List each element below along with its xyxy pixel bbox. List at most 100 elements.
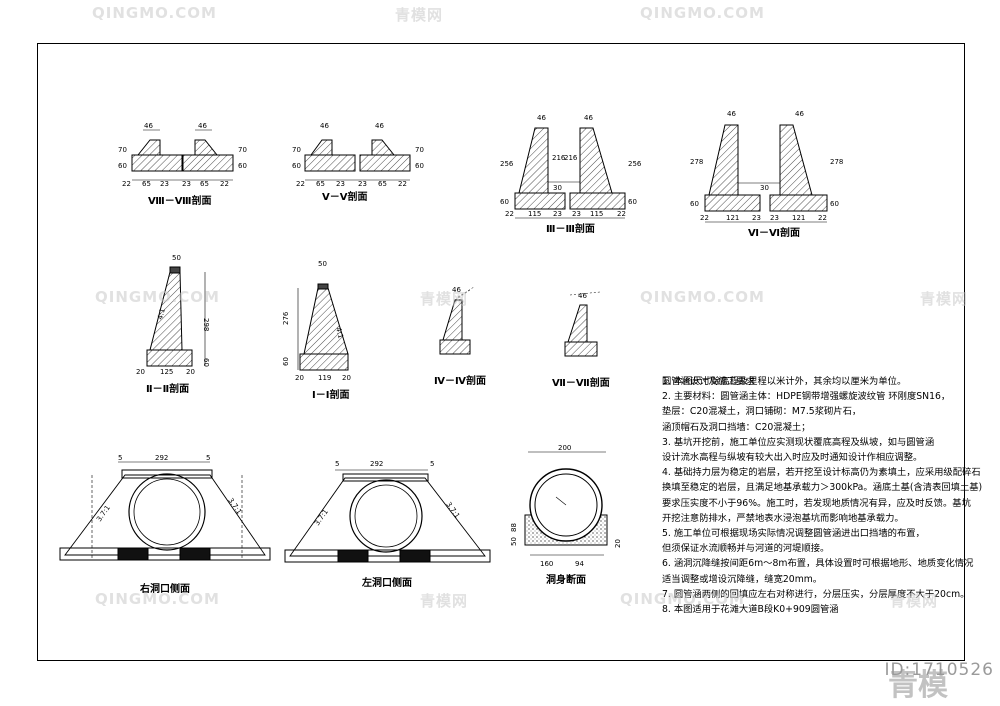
s8-h4: 60 <box>238 162 247 170</box>
s3-b6: 22 <box>617 210 626 218</box>
s5-b6: 22 <box>398 180 407 188</box>
watermark: QINGMO.COM <box>640 4 765 22</box>
note-line: 1. 本图尺寸除高程及里程以米计外，其余均以厘米为单位。 <box>662 376 907 387</box>
watermark: QINGMO.COM <box>620 590 745 608</box>
s6-top-a: 46 <box>727 110 736 118</box>
s7-top: 46 <box>578 292 587 300</box>
caption-s1: Ⅰ－Ⅰ剖面 <box>312 388 349 401</box>
image-id-tag: ID:1710526 <box>884 660 994 680</box>
s2-h1: 298 <box>202 318 210 331</box>
s6-b5: 121 <box>792 214 805 222</box>
body-b1: 160 <box>540 560 553 568</box>
watermark: QINGMO.COM <box>92 4 217 22</box>
s8-b5: 65 <box>200 180 209 188</box>
s5-top-b: 46 <box>375 122 384 130</box>
section-4-4: 46 Ⅳ－Ⅳ剖面 <box>434 286 486 387</box>
s8-h1: 70 <box>118 146 127 154</box>
right-e2: 5 <box>206 454 210 462</box>
s8-h2: 60 <box>118 162 127 170</box>
body-h2: 20 <box>614 539 622 548</box>
note-line: 要求压实度不小于96%。施工时，若发现地质情况有异，应及时反馈。基坑 <box>662 497 971 509</box>
s3-b4: 23 <box>572 210 581 218</box>
caption-s7: Ⅶ－Ⅶ剖面 <box>552 376 610 389</box>
s3-top-b: 46 <box>584 114 593 122</box>
watermark: 青模网 <box>420 592 469 610</box>
s2-b3: 20 <box>186 368 195 376</box>
note-line: 4. 基础持力层为稳定的岩层，若开挖至设计标高仍为素填土，应采用级配碎石 <box>662 467 981 479</box>
note-line: 涵顶帽石及洞口挡墙：C20混凝土； <box>662 421 811 433</box>
s3-b3: 23 <box>553 210 562 218</box>
s8-b3: 23 <box>160 180 169 188</box>
watermark: QINGMO.COM <box>95 288 220 306</box>
s3-h3: 216 <box>564 154 578 162</box>
s3-h4: 256 <box>628 160 642 168</box>
s3-h2: 216 <box>552 154 566 162</box>
s6-b3: 23 <box>752 214 761 222</box>
s8-b1: 22 <box>122 180 131 188</box>
note-line: 但须保证水流顺畅并与河道的河堤顺接。 <box>662 543 830 555</box>
s3-h1: 256 <box>500 160 514 168</box>
left-slope-l: 3.7:1 <box>313 508 330 527</box>
right-slope-r: 3.7:1 <box>226 497 243 516</box>
s5-h1: 70 <box>292 146 301 154</box>
s8-h3: 70 <box>238 146 247 154</box>
s6-b4: 23 <box>770 214 779 222</box>
watermark: 青模网 <box>395 6 444 24</box>
left-e1: 5 <box>335 460 339 468</box>
watermark: 青模网 <box>420 290 469 308</box>
s1-h2: 60 <box>282 357 290 366</box>
right-e1: 5 <box>118 454 122 462</box>
s6-b2: 121 <box>726 214 739 222</box>
caption-left: 左洞口侧面 <box>361 576 412 589</box>
section-7-7: 46 Ⅶ－Ⅶ剖面 <box>552 291 610 389</box>
section-6-6: 46 46 278 278 60 30 60 22 121 23 23 121 … <box>690 110 843 239</box>
s1-b1: 20 <box>295 374 304 382</box>
s1-slope: 4:1 <box>334 326 345 339</box>
s2-b2: 125 <box>160 368 173 376</box>
s8-top-b: 46 <box>198 122 207 130</box>
note-line: 垫层：C20混凝土，洞口铺砌：M7.5浆砌片石， <box>662 406 862 418</box>
s1-h1: 276 <box>282 311 290 325</box>
s1-top: 50 <box>318 260 327 268</box>
note-line: 7. 圆管涵两侧的回填应左右对称进行，分层压实，分层厚度不大于20cm。 <box>662 588 970 600</box>
s3-b2: 115 <box>528 210 541 218</box>
note-line: 设计流水高程与纵坡有较大出入时应及时通知设计作相应调整。 <box>662 452 923 464</box>
site-logo: 青模 <box>888 668 948 703</box>
caption-s2: Ⅱ－Ⅱ剖面 <box>146 382 189 395</box>
caption-body: 洞身断面 <box>546 573 586 586</box>
caption-s6: Ⅵ－Ⅵ剖面 <box>748 226 800 239</box>
culvert-body-section: 200 88 20 50 160 94 洞身断面 <box>510 444 622 586</box>
caption-s3: Ⅲ－Ⅲ剖面 <box>546 222 595 235</box>
s8-b6: 22 <box>220 180 229 188</box>
caption-s5: Ⅴ－Ⅴ剖面 <box>322 190 367 203</box>
watermark: QINGMO.COM <box>640 288 765 306</box>
s5-b2: 65 <box>316 180 325 188</box>
s2-h2: 60 <box>202 358 210 367</box>
s6-h5: 60 <box>830 200 839 208</box>
watermark: 青模网 <box>890 592 939 610</box>
section-2-2: 50 298 60 20 125 20 4:1 Ⅱ－Ⅱ剖面 <box>136 254 210 395</box>
s5-b3: 23 <box>336 180 345 188</box>
s3-h5: 60 <box>500 198 509 206</box>
note-line: 8. 本图适用于花滩大道B段K0+909圆管涵 <box>662 604 839 616</box>
left-slope-r: 3.7:1 <box>444 501 461 520</box>
body-h1: 88 <box>510 523 518 532</box>
s8-b2: 65 <box>142 180 151 188</box>
s1-b3: 20 <box>342 374 351 382</box>
s6-h3: 60 <box>690 200 699 208</box>
s6-b1: 22 <box>700 214 709 222</box>
note-line: 2. 主要材料：圆管涵主体：HDPE钢带增强螺旋波纹管 环刚度SN16， <box>662 391 951 403</box>
s3-h6: 30 <box>553 184 562 192</box>
watermark: QINGMO.COM <box>95 590 220 608</box>
left-e2: 5 <box>430 460 434 468</box>
s4-top: 46 <box>452 286 461 294</box>
body-h3: 50 <box>510 537 518 546</box>
note-line: 换填至稳定的岩层，且满足地基承载力＞300kPa。涵底土基(含清表回填土基) <box>662 482 983 494</box>
s5-b5: 65 <box>378 180 387 188</box>
right-w: 292 <box>155 454 168 462</box>
s5-top-a: 46 <box>320 122 329 130</box>
s3-b1: 22 <box>505 210 514 218</box>
section-3-3: 46 46 256 216 216 256 60 30 60 22 115 23… <box>500 114 642 235</box>
